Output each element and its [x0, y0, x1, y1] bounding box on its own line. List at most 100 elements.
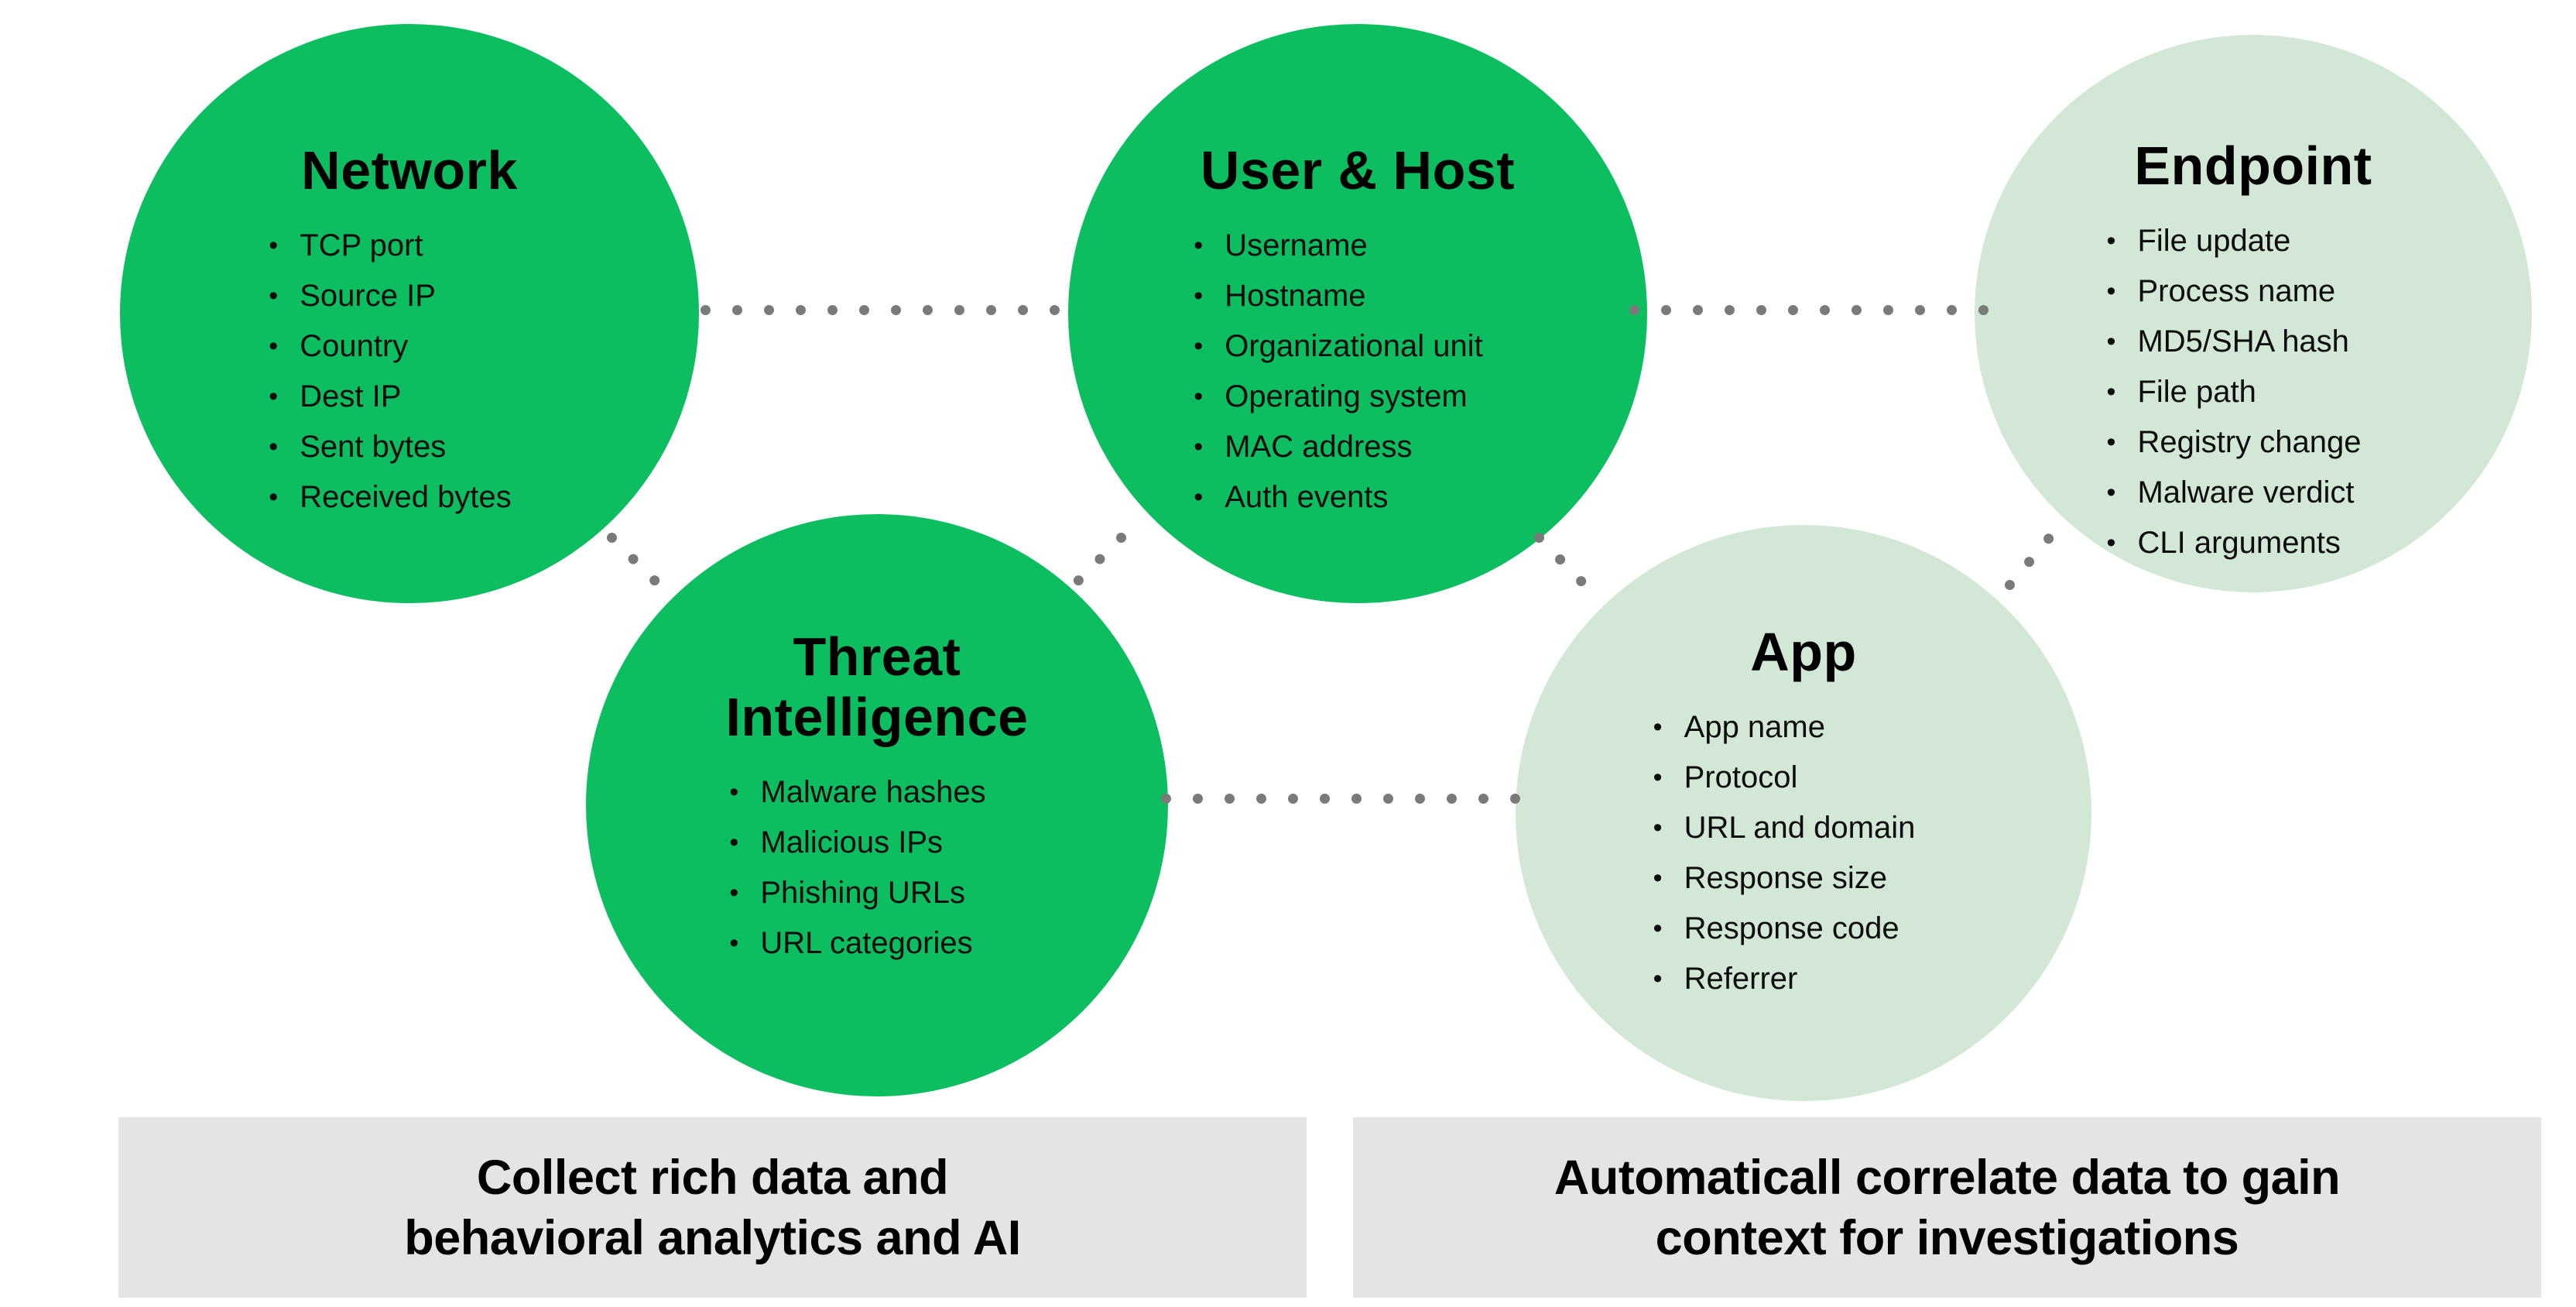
connector-dot — [796, 305, 806, 315]
endpoint-circle: Endpoint File update Process name MD5/SH… — [1975, 35, 2532, 592]
connector-dot — [1661, 305, 1671, 315]
connector-dot — [625, 551, 641, 567]
dotted-connector-userhost-app — [1532, 530, 1588, 588]
network-circle: Network TCP port Source IP Country Dest … — [120, 24, 699, 603]
connector-dot — [1978, 305, 1989, 315]
threat-intelligence-circle: Threat Intelligence Malware hashes Malic… — [586, 514, 1168, 1096]
connector-dot — [1256, 794, 1266, 804]
connector-dot — [923, 305, 933, 315]
connector-dot — [1947, 305, 1957, 315]
circle-item-list: Malware hashes Malicious IPs Phishing UR… — [724, 767, 985, 969]
connector-dot — [1071, 573, 1086, 588]
list-item: URL categories — [724, 918, 985, 969]
connector-dot — [891, 305, 901, 315]
dotted-connector-network-userhost — [701, 305, 1060, 315]
connector-dot — [1383, 794, 1393, 804]
circle-item-list: TCP port Source IP Country Dest IP Sent … — [264, 221, 511, 523]
connector-dot — [605, 530, 619, 545]
connector-dot — [1820, 305, 1830, 315]
connector-dot — [764, 305, 774, 315]
list-item: Phishing URLs — [724, 868, 985, 918]
list-item: File path — [2102, 367, 2361, 417]
list-item: Received bytes — [264, 472, 511, 523]
connector-dot — [1447, 794, 1457, 804]
connector-dot — [1883, 305, 1893, 315]
footer-box-right: Automaticall correlate data to gain cont… — [1353, 1117, 2541, 1298]
circle-title: User & Host — [1200, 140, 1516, 201]
circle-item-list: Username Hostname Organizational unit Op… — [1189, 221, 1483, 523]
connector-dot — [1050, 305, 1060, 315]
footer-box-left: Collect rich data and behavioral analyti… — [118, 1117, 1307, 1298]
list-item: Username — [1189, 221, 1483, 271]
list-item: Dest IP — [264, 372, 511, 422]
connector-dot — [1114, 530, 1129, 545]
list-item: Registry change — [2102, 417, 2361, 468]
list-item: Source IP — [264, 271, 511, 321]
list-item: Malware verdict — [2102, 468, 2361, 518]
connector-dot — [1018, 305, 1028, 315]
connector-dot — [1415, 794, 1425, 804]
connector-dot — [1193, 794, 1203, 804]
connector-dot — [827, 305, 838, 315]
connector-dot — [1788, 305, 1798, 315]
footer-box-label: Automaticall correlate data to gain cont… — [1553, 1150, 2341, 1265]
connector-dot — [986, 305, 996, 315]
dotted-connector-network-threatintel — [605, 530, 662, 588]
connector-dot — [2041, 531, 2056, 546]
list-item: MD5/SHA hash — [2102, 317, 2361, 367]
connector-dot — [1852, 305, 1862, 315]
connector-dot — [1693, 305, 1703, 315]
connector-dot — [1510, 794, 1520, 804]
list-item: Organizational unit — [1189, 321, 1483, 372]
list-item: Operating system — [1189, 372, 1483, 422]
connector-dot — [1161, 794, 1171, 804]
circle-item-list: App name Protocol URL and domain Respons… — [1649, 702, 1916, 1004]
connector-dot — [1351, 794, 1362, 804]
list-item: File update — [2102, 216, 2361, 266]
circle-item-list: File update Process name MD5/SHA hash Fi… — [2102, 216, 2361, 568]
circle-title: Endpoint — [2134, 136, 2372, 196]
connector-dot — [1629, 305, 1639, 315]
dotted-connector-userhost-endpoint — [1629, 305, 1989, 315]
connector-dot — [954, 305, 964, 315]
list-item: Malicious IPs — [724, 818, 985, 868]
list-item: URL and domain — [1649, 803, 1916, 853]
dotted-connector-app-endpoint — [2002, 531, 2056, 592]
circle-title: Network — [301, 140, 518, 201]
connector-dot — [1288, 794, 1298, 804]
list-item: Malware hashes — [724, 767, 985, 818]
connector-dot — [2022, 554, 2036, 569]
connector-dot — [1915, 305, 1925, 315]
connector-dot — [647, 573, 662, 588]
circle-title: Threat Intelligence — [725, 626, 1029, 747]
list-item: App name — [1649, 702, 1916, 753]
list-item: MAC address — [1189, 422, 1483, 472]
dotted-connector-userhost-threatintel — [1071, 530, 1129, 588]
connector-dot — [1756, 305, 1766, 315]
list-item: Sent bytes — [264, 422, 511, 472]
connector-dot — [859, 305, 869, 315]
circle-title: App — [1750, 622, 1857, 682]
list-item: Hostname — [1189, 271, 1483, 321]
list-item: Process name — [2102, 266, 2361, 317]
list-item: CLI arguments — [2102, 518, 2361, 568]
connector-dot — [1553, 552, 1567, 567]
list-item: Country — [264, 321, 511, 372]
app-circle: App App name Protocol URL and domain Res… — [1516, 525, 2091, 1101]
connector-dot — [1320, 794, 1330, 804]
user-host-circle: User & Host Username Hostname Organizati… — [1068, 24, 1647, 603]
connector-dot — [732, 305, 742, 315]
connector-dot — [1574, 574, 1588, 588]
connector-dot — [1478, 794, 1488, 804]
connector-dot — [701, 305, 711, 315]
list-item: Referrer — [1649, 954, 1916, 1004]
list-item: TCP port — [264, 221, 511, 271]
list-item: Response code — [1649, 904, 1916, 954]
dotted-connector-threatintel-app — [1161, 794, 1520, 804]
list-item: Response size — [1649, 853, 1916, 904]
connector-dot — [1092, 551, 1108, 567]
connector-dot — [1225, 794, 1235, 804]
connector-dot — [1725, 305, 1735, 315]
connector-dot — [2002, 578, 2017, 592]
list-item: Protocol — [1649, 753, 1916, 803]
